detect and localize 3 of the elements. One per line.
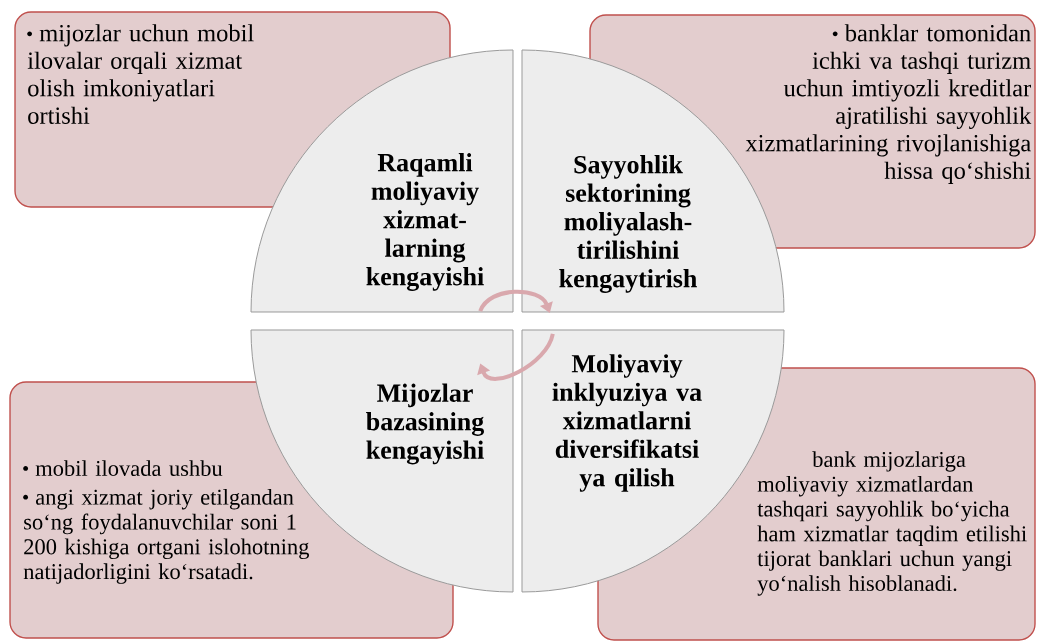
curved-arrow <box>478 289 553 313</box>
curved-arrow <box>477 333 555 381</box>
bullet-item: mobil ilovada ushbu <box>23 460 223 476</box>
